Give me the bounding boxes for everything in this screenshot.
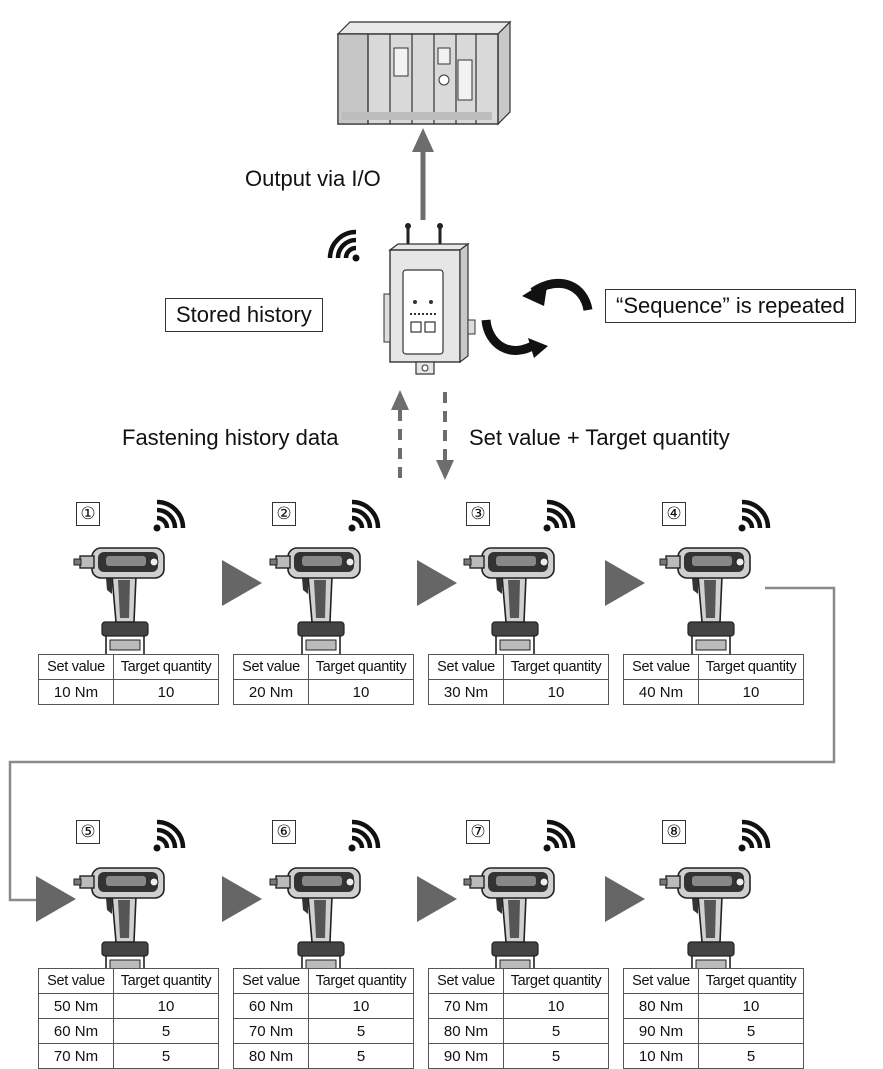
target-quantity-header: Target quantity bbox=[113, 968, 219, 994]
set-value-cell: 80 Nm bbox=[428, 1018, 504, 1044]
next-step-arrow bbox=[222, 876, 262, 922]
target-quantity-cell: 10 bbox=[698, 993, 804, 1019]
set-value-header: Set value bbox=[38, 968, 114, 994]
target-quantity-cell: 5 bbox=[503, 1043, 609, 1069]
set-value-header: Set value bbox=[233, 968, 309, 994]
history-data-arrow bbox=[391, 390, 409, 478]
step-number: ③ bbox=[466, 502, 490, 526]
set-value-cell: 60 Nm bbox=[38, 1018, 114, 1044]
target-quantity-header: Target quantity bbox=[698, 968, 804, 994]
target-quantity-header: Target quantity bbox=[308, 968, 414, 994]
set-value-cell: 10 Nm bbox=[38, 679, 114, 705]
fastening-history-label: Fastening history data bbox=[122, 425, 339, 450]
set-value-cell: 90 Nm bbox=[623, 1018, 699, 1044]
target-quantity-cell: 10 bbox=[698, 679, 804, 705]
next-step-arrow bbox=[222, 560, 262, 606]
set-value-cell: 80 Nm bbox=[623, 993, 699, 1019]
set-value-cell: 70 Nm bbox=[38, 1043, 114, 1069]
set-value-header: Set value bbox=[428, 654, 504, 680]
target-quantity-cell: 10 bbox=[113, 993, 219, 1019]
set-value-header: Set value bbox=[623, 654, 699, 680]
set-value-cell: 50 Nm bbox=[38, 993, 114, 1019]
target-quantity-cell: 5 bbox=[698, 1043, 804, 1069]
repeat-cycle-icon bbox=[481, 278, 593, 358]
wireless-signal-icon bbox=[330, 232, 360, 262]
next-step-arrow bbox=[605, 876, 645, 922]
wifi-icon bbox=[154, 822, 184, 852]
step-number: ① bbox=[76, 502, 100, 526]
tool-icon bbox=[73, 547, 165, 669]
wifi-icon bbox=[154, 502, 184, 532]
step-number: ⑦ bbox=[466, 820, 490, 844]
tool-icon bbox=[659, 547, 751, 669]
next-step-arrow bbox=[417, 876, 457, 922]
step-number: ⑤ bbox=[76, 820, 100, 844]
output-label: Output via I/O bbox=[245, 166, 381, 191]
step-number: ② bbox=[272, 502, 296, 526]
target-quantity-cell: 5 bbox=[113, 1043, 219, 1069]
step-number: ⑥ bbox=[272, 820, 296, 844]
next-step-arrow bbox=[36, 876, 76, 922]
set-value-target-label: Set value + Target quantity bbox=[469, 425, 730, 450]
target-quantity-header: Target quantity bbox=[113, 654, 219, 680]
tool-icon bbox=[463, 547, 555, 669]
target-quantity-cell: 10 bbox=[503, 993, 609, 1019]
stored-history-label: Stored history bbox=[165, 298, 323, 332]
target-quantity-cell: 10 bbox=[308, 993, 414, 1019]
set-value-cell: 40 Nm bbox=[623, 679, 699, 705]
set-value-header: Set value bbox=[623, 968, 699, 994]
wifi-icon bbox=[349, 502, 379, 532]
wifi-icon bbox=[349, 822, 379, 852]
set-value-cell: 70 Nm bbox=[233, 1018, 309, 1044]
step-number: ④ bbox=[662, 502, 686, 526]
target-quantity-header: Target quantity bbox=[698, 654, 804, 680]
set-value-header: Set value bbox=[428, 968, 504, 994]
receiver-unit-icon bbox=[383, 223, 476, 375]
set-value-cell: 70 Nm bbox=[428, 993, 504, 1019]
target-quantity-cell: 5 bbox=[503, 1018, 609, 1044]
next-step-arrow bbox=[605, 560, 645, 606]
set-value-cell: 80 Nm bbox=[233, 1043, 309, 1069]
output-arrow bbox=[412, 128, 434, 220]
target-quantity-cell: 5 bbox=[308, 1043, 414, 1069]
sequence-connector-line bbox=[8, 586, 836, 902]
set-value-arrow bbox=[436, 392, 454, 480]
set-value-header: Set value bbox=[38, 654, 114, 680]
set-value-cell: 60 Nm bbox=[233, 993, 309, 1019]
wifi-icon bbox=[739, 822, 769, 852]
next-step-arrow bbox=[417, 560, 457, 606]
step-number: ⑧ bbox=[662, 820, 686, 844]
target-quantity-cell: 5 bbox=[308, 1018, 414, 1044]
sequence-repeated-label: “Sequence” is repeated bbox=[605, 289, 856, 323]
target-quantity-cell: 10 bbox=[113, 679, 219, 705]
target-quantity-cell: 10 bbox=[503, 679, 609, 705]
set-value-cell: 30 Nm bbox=[428, 679, 504, 705]
target-quantity-cell: 5 bbox=[113, 1018, 219, 1044]
wifi-icon bbox=[544, 822, 574, 852]
target-quantity-cell: 5 bbox=[698, 1018, 804, 1044]
wifi-icon bbox=[544, 502, 574, 532]
tool-icon bbox=[269, 547, 361, 669]
target-quantity-header: Target quantity bbox=[503, 968, 609, 994]
target-quantity-header: Target quantity bbox=[503, 654, 609, 680]
target-quantity-cell: 10 bbox=[308, 679, 414, 705]
set-value-cell: 20 Nm bbox=[233, 679, 309, 705]
plc-controller-icon bbox=[336, 20, 512, 126]
set-value-cell: 10 Nm bbox=[623, 1043, 699, 1069]
set-value-cell: 90 Nm bbox=[428, 1043, 504, 1069]
wifi-icon bbox=[739, 502, 769, 532]
target-quantity-header: Target quantity bbox=[308, 654, 414, 680]
set-value-header: Set value bbox=[233, 654, 309, 680]
